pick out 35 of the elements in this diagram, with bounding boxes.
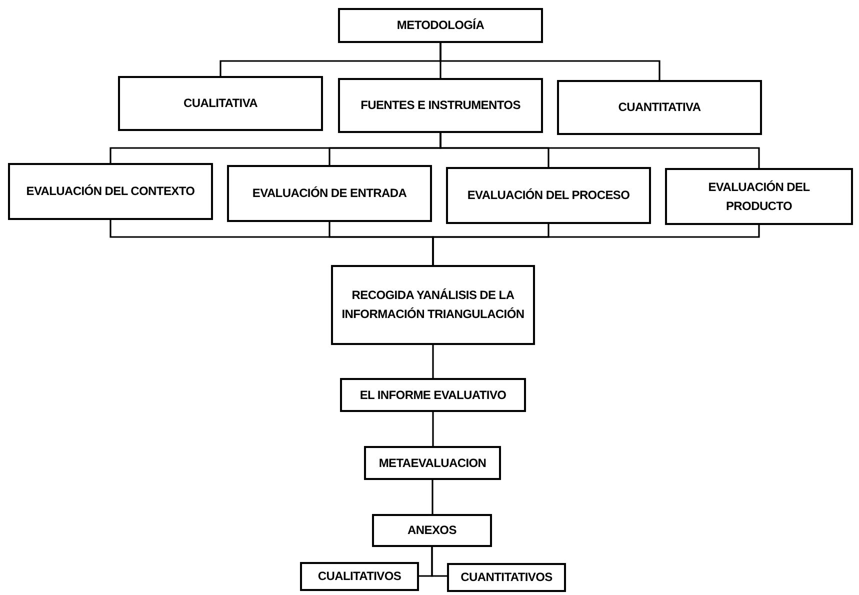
box-label: METODOLOGÍA [396, 17, 484, 34]
box-label: CUALITATIVA [183, 95, 258, 112]
process-box [8, 163, 213, 220]
connector-line [432, 412, 434, 446]
process-box [338, 8, 543, 43]
box-label: EVALUACIÓN DEL CONTEXTO [26, 183, 195, 200]
process-box [665, 168, 853, 225]
box-label: EVALUACIÓN DE ENTRADA [252, 185, 407, 202]
box-label: EVALUACIÓN DEL PROCESO [467, 187, 630, 204]
connector-line [432, 345, 434, 378]
connector-line [440, 43, 660, 80]
connector-line [431, 547, 447, 577]
process-box [227, 165, 432, 222]
process-box [338, 78, 543, 133]
process-box [446, 167, 651, 224]
box-label: CUALITATIVOS [318, 568, 402, 585]
process-box [331, 265, 535, 345]
process-box [364, 446, 501, 480]
box-label: RECOGIDA YANÁLISIS DE LA INFORMACIÓN TRIANGULACIÓN [341, 287, 525, 323]
box-label: FUENTES E INSTRUMENTOS [360, 97, 520, 114]
box-label: CUANTITATIVA [618, 99, 701, 116]
process-box [447, 563, 566, 592]
process-box [340, 378, 526, 412]
connector-line [432, 225, 760, 265]
box-label: CUANTITATIVOS [460, 569, 552, 586]
box-label: METAEVALUACION [378, 454, 486, 472]
process-box [372, 514, 492, 547]
process-box [300, 562, 419, 591]
process-box [557, 80, 762, 135]
box-label: ANEXOS [408, 522, 456, 539]
process-box [118, 76, 323, 131]
connector-line [432, 480, 434, 514]
box-label: EVALUACIÓN DEL PRODUCTO [707, 178, 811, 214]
connector-line [440, 133, 760, 168]
box-label: EL INFORME EVALUATIVO [360, 386, 506, 404]
